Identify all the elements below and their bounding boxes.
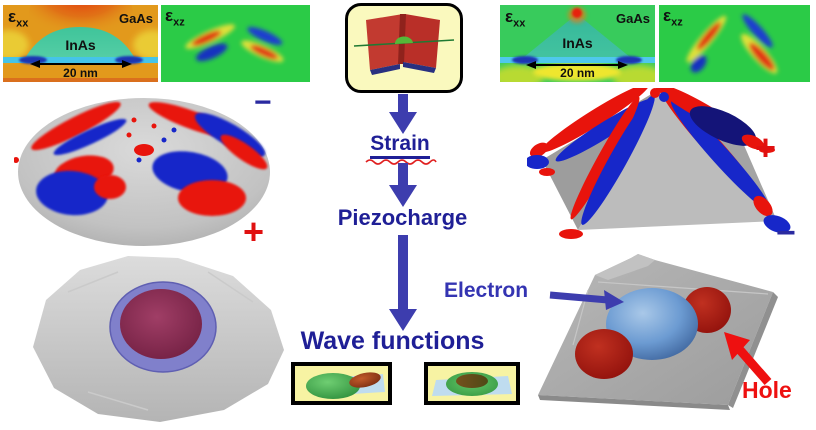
hole-arrow-icon bbox=[724, 332, 772, 385]
hole-label: Hole bbox=[742, 377, 792, 403]
strain-map-exz-pyramid: εxz bbox=[659, 5, 810, 82]
pyramid-minus-sign: − bbox=[776, 214, 796, 252]
thumbnail-dome-graphic bbox=[306, 372, 385, 399]
strain-map-exx-pyramid: εxx GaAs InAs 20 nm bbox=[500, 5, 655, 82]
supercell-graphic bbox=[353, 14, 455, 75]
heatmap-exz-pyramid-graphic bbox=[659, 5, 810, 82]
wavefunction-dome-graphic bbox=[33, 256, 284, 422]
dome-minus-sign: − bbox=[254, 86, 272, 119]
epsilon-xx-label: εxx bbox=[8, 7, 29, 30]
flow-step-strain: Strain bbox=[345, 132, 455, 159]
supercell-thumbnail bbox=[345, 3, 463, 93]
piezocharge-pyramid-graphic bbox=[527, 88, 791, 239]
scale-arrow-icon bbox=[526, 61, 628, 69]
strain-map-exz-dome: εxz bbox=[161, 5, 310, 82]
epsilon-xz-label: εxz bbox=[663, 6, 683, 29]
spellcheck-squiggle-icon bbox=[365, 159, 437, 165]
flow-step-piezocharge: Piezocharge bbox=[337, 205, 468, 230]
down-arrow-icon bbox=[389, 235, 417, 331]
down-arrow-icon bbox=[389, 163, 417, 207]
epsilon-xz-label: εxz bbox=[165, 6, 185, 29]
electron-arrow-icon bbox=[549, 290, 624, 310]
wavefunction-pyramid-graphic bbox=[538, 254, 778, 410]
electron-label: Electron bbox=[444, 279, 529, 302]
heatmap-exx-pyramid-graphic bbox=[500, 5, 655, 82]
inas-label: InAs bbox=[562, 35, 593, 51]
scale-arrow-icon bbox=[30, 60, 132, 68]
down-arrow-icon bbox=[389, 94, 417, 134]
pyramid-plus-sign: + bbox=[755, 127, 777, 168]
heatmap-exz-dome-graphic bbox=[161, 5, 310, 82]
scale-label: 20 nm bbox=[560, 66, 595, 80]
dome-plus-sign: + bbox=[243, 211, 265, 252]
gaas-label: GaAs bbox=[119, 11, 153, 26]
epsilon-xx-label: εxx bbox=[505, 7, 526, 30]
flow-step-wave-functions: Wave functions bbox=[300, 327, 485, 355]
scale-label: 20 nm bbox=[63, 66, 98, 80]
wavefunction-thumbnail-dome bbox=[291, 362, 392, 405]
strain-label: Strain bbox=[370, 132, 430, 159]
gaas-label: GaAs bbox=[616, 11, 650, 26]
heatmap-exx-dome-graphic bbox=[3, 5, 158, 82]
strain-map-exx-dome: εxx GaAs InAs 20 nm bbox=[3, 5, 158, 82]
piezocharge-dome-graphic bbox=[14, 98, 270, 246]
thumbnail-ring-graphic bbox=[432, 372, 512, 396]
inas-label: InAs bbox=[65, 37, 96, 53]
wavefunction-thumbnail-ring bbox=[424, 362, 520, 405]
